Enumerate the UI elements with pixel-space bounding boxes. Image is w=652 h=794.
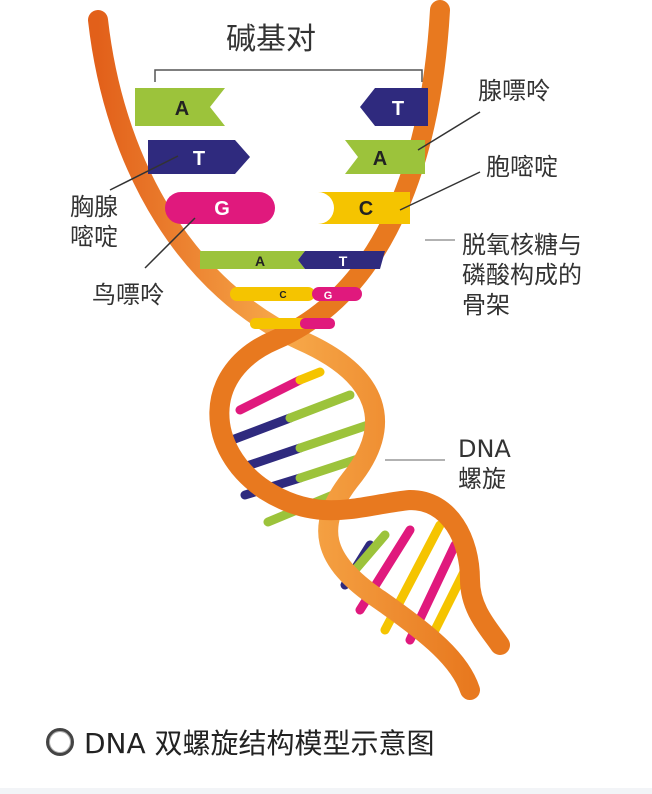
base-letter: T <box>193 148 205 170</box>
base-pair-shapes <box>135 88 428 329</box>
base-letter: C <box>279 290 286 301</box>
circle-icon <box>46 728 74 756</box>
label-thymine: 胸腺 嘧啶 <box>70 193 118 251</box>
base-letter: G <box>214 198 230 220</box>
leader-lines <box>109 111 481 461</box>
base-letter: A <box>373 148 387 170</box>
base-letters: A T T A G C A T C G <box>175 98 404 302</box>
label-backbone: 脱氧核糖与 磷酸构成的 骨架 <box>462 231 582 319</box>
base-letter: C <box>359 198 373 220</box>
base-letter: A <box>175 98 189 120</box>
label-dna-helix: DNA 螺旋 <box>458 435 511 493</box>
label-guanine: 鸟嘌呤 <box>92 281 164 309</box>
backbone-strand-left <box>88 10 480 700</box>
label-adenine: 腺嘌呤 <box>478 77 550 105</box>
bracket <box>154 69 423 82</box>
base-letter: T <box>339 253 348 269</box>
base-letter: G <box>324 290 333 302</box>
base-letter: T <box>392 98 404 120</box>
bottom-divider <box>0 788 652 794</box>
label-cytosine: 胞嘧啶 <box>486 153 558 181</box>
caption: DNA 双螺旋结构模型示意图 <box>46 722 435 762</box>
backbone-strand-right <box>209 0 510 655</box>
caption-text: DNA 双螺旋结构模型示意图 <box>84 727 435 760</box>
base-letter: A <box>255 253 265 269</box>
diagram-title: 碱基对 <box>226 22 316 57</box>
